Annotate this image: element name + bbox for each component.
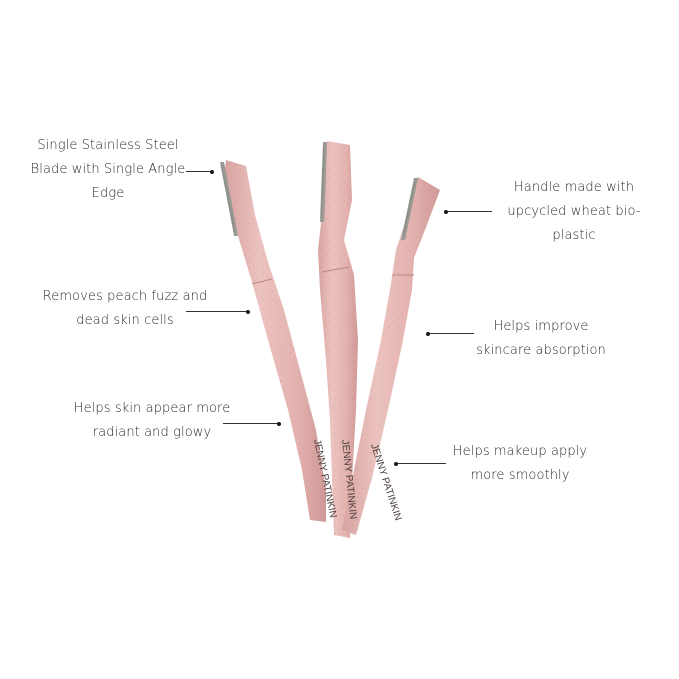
leader-line-makeup <box>394 461 446 466</box>
callout-radiant: Helps skin appear more radiant and glowy <box>62 397 242 445</box>
callout-line: Single Stainless Steel <box>37 138 179 153</box>
blade-middle <box>320 142 327 222</box>
leader-dot <box>246 309 250 314</box>
leader-dot <box>444 209 448 214</box>
callout-line: Blade with Single Angle <box>30 162 186 177</box>
callout-makeup: Helps makeup apply more smoothly <box>444 440 596 488</box>
razor-middle <box>318 141 358 538</box>
callout-line: Helps improve <box>493 319 589 334</box>
callout-line: Handle made with <box>513 180 635 195</box>
callout-line: dead skin cells <box>76 313 174 328</box>
callout-line: Helps skin appear more <box>73 401 231 416</box>
leader-dot <box>210 169 214 174</box>
leader-dot <box>394 461 398 466</box>
leader-dot <box>277 421 281 426</box>
razor-left <box>220 160 326 522</box>
leader-line-radiant <box>223 421 281 426</box>
leader-line-blade <box>186 169 214 174</box>
callout-line: Edge <box>91 186 125 201</box>
leader-dot <box>426 331 430 336</box>
blade-right <box>401 178 418 240</box>
callout-line: more smoothly <box>470 468 570 483</box>
leader-line-peach-fuzz <box>186 309 250 314</box>
callout-peach-fuzz: Removes peach fuzz and dead skin cells <box>30 285 220 333</box>
callout-line: radiant and glowy <box>92 425 212 440</box>
brand-imprint-right: JENNY PATINKIN <box>368 443 403 522</box>
callout-line: upcycled wheat bio- <box>507 204 641 219</box>
leader-line-skincare-absorption <box>426 331 474 336</box>
callout-skincare-absorption: Helps improve skincare absorption <box>466 315 616 363</box>
callout-handle-material: Handle made with upcycled wheat bio- pla… <box>494 176 654 248</box>
callout-line: Removes peach fuzz and <box>42 289 208 304</box>
leader-line-handle-material <box>444 209 492 214</box>
razor-right <box>342 177 440 535</box>
callout-line: Helps makeup apply <box>452 444 588 459</box>
callout-line: plastic <box>552 228 596 243</box>
callout-blade: Single Stainless Steel Blade with Single… <box>18 134 198 206</box>
callout-line: skincare absorption <box>476 343 606 358</box>
